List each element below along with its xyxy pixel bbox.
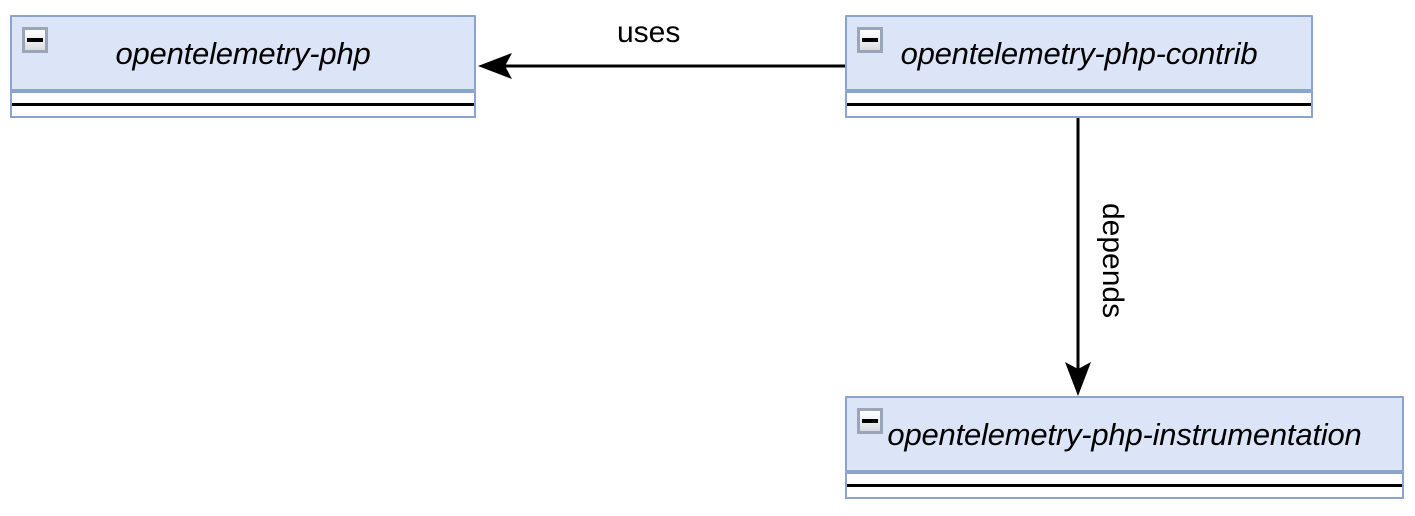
edge-depends <box>1065 116 1091 396</box>
collapse-minus-icon[interactable] <box>857 27 883 53</box>
edge-uses <box>478 53 845 79</box>
component-opentelemetry-php-contrib[interactable]: opentelemetry-php-contrib <box>845 15 1313 91</box>
edge-uses-arrowhead <box>478 53 512 79</box>
component-compartment-opentelemetry-php-contrib <box>845 91 1313 118</box>
component-opentelemetry-php-instrumentation[interactable]: opentelemetry-php-instrumentation <box>845 396 1404 472</box>
edge-label-depends: depends <box>1096 203 1129 319</box>
component-compartment-opentelemetry-php-instrumentation <box>845 472 1404 499</box>
component-opentelemetry-php[interactable]: opentelemetry-php <box>10 15 476 91</box>
collapse-minus-icon[interactable] <box>22 27 48 53</box>
edge-label-uses: uses <box>617 16 681 49</box>
component-header: opentelemetry-php-contrib <box>847 17 1311 89</box>
component-header: opentelemetry-php <box>12 17 474 89</box>
edge-depends-arrowhead <box>1065 362 1091 396</box>
component-title: opentelemetry-php-instrumentation <box>887 416 1362 452</box>
component-title: opentelemetry-php <box>115 35 371 71</box>
component-title: opentelemetry-php-contrib <box>900 35 1258 71</box>
collapse-minus-icon[interactable] <box>857 408 883 434</box>
component-compartment-opentelemetry-php <box>10 91 476 118</box>
component-header: opentelemetry-php-instrumentation <box>847 398 1402 470</box>
